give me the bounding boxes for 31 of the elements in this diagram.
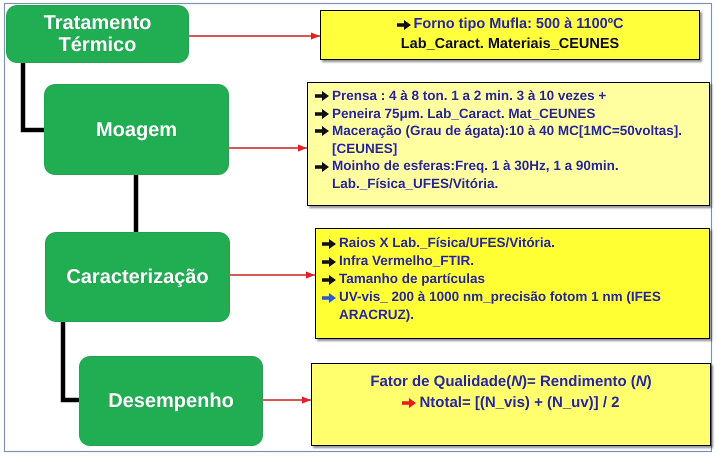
info-text: Moinho de esferas:Freq. 1 à 30Hz, 1 a 90min. Lab._Física_UFES/Vitória. (332, 157, 620, 193)
info-text: Prensa : 4 à 8 ton. 1 a 2 min. 3 à 10 vezes + (332, 87, 606, 105)
process-box (79, 356, 263, 446)
node-label: Moagem (94, 118, 178, 140)
arrow (263, 396, 311, 404)
process-box (45, 232, 230, 322)
node-label: Caracterização (65, 266, 210, 288)
info-text: Infra Vermelho_FTIR. (339, 252, 474, 270)
node-label: Desempenho (107, 390, 235, 412)
info-text: Raios X Lab._Física/UFES/Vitória. (339, 234, 555, 252)
info-box (315, 228, 710, 339)
process-box (6, 5, 189, 63)
connector-line (60, 322, 79, 402)
arrow (189, 32, 320, 40)
info-box (320, 10, 700, 60)
info-box (311, 363, 711, 446)
info-text: Forno tipo Mufla: 500 à 1100ºC (414, 15, 624, 34)
info-text: Lab_Caract. Materiais_CEUNES (400, 35, 620, 54)
info-text: Tamanho de partículas (339, 270, 486, 288)
info-box (307, 82, 710, 206)
connector-line (134, 175, 138, 232)
process-box (44, 84, 229, 175)
info-text: Fator de Qualidade(N)= Rendimento (N) (370, 372, 652, 392)
arrow (230, 272, 315, 278)
info-text: Maceração (Grau de ágata):10 à 40 MC[1MC=50voltas]. [CEUNES] (332, 122, 684, 158)
info-text: Ntotal= [(N_vis) + (N_uv)] / 2 (419, 393, 620, 413)
info-text: Peneira 75μm. Lab_Caract. Mat_CEUNES (332, 104, 596, 122)
connector-line (20, 63, 44, 132)
info-text: UV-vis_ 200 à 1000 nm_precisão fotom 1 nm (IFES ARACRUZ). (339, 288, 662, 324)
node-label: Tratamento Térmico (42, 12, 152, 56)
arrow (229, 144, 307, 152)
